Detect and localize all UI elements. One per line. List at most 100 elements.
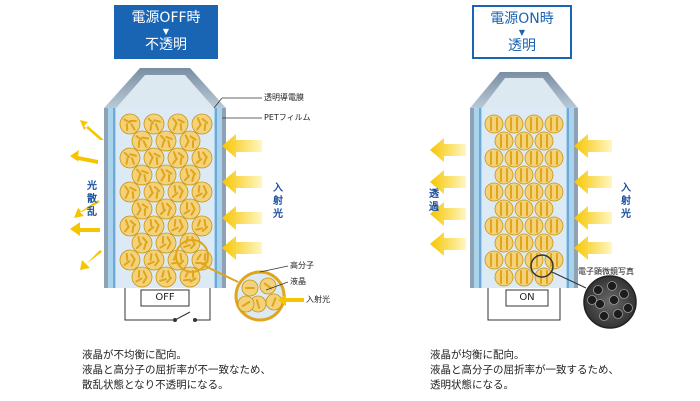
lc-droplet xyxy=(544,250,564,270)
lc-droplet xyxy=(179,232,201,254)
micrograph-pores xyxy=(587,281,633,321)
lc-droplet xyxy=(237,295,255,313)
lc-droplet xyxy=(534,233,554,253)
lc-droplet xyxy=(494,131,514,151)
lc-droplet xyxy=(484,216,504,236)
incident-arrow-small xyxy=(278,294,304,306)
lc-droplet xyxy=(155,266,177,288)
label-transmit: 透過 xyxy=(429,189,439,213)
lc-droplet xyxy=(241,279,259,297)
zoom-connector xyxy=(204,265,239,283)
lc-droplet xyxy=(119,215,141,237)
leader-line xyxy=(213,97,223,109)
lc-droplet xyxy=(504,148,524,168)
film-top-inner xyxy=(116,75,214,108)
lc-droplet xyxy=(131,164,153,186)
lc-droplet xyxy=(167,249,189,271)
lc-droplet xyxy=(494,267,514,287)
lc-droplet xyxy=(514,199,534,219)
description-off: 液晶が不均衡に配向。 液晶と高分子の屈折率が不一致なため、 散乱状態となり不透明… xyxy=(82,348,271,393)
lc-droplet xyxy=(265,293,283,311)
lc-droplet xyxy=(131,232,153,254)
description-line: 透明状態になる。 xyxy=(430,379,514,391)
on-state-result: 透明 xyxy=(508,38,536,54)
lc-droplet xyxy=(484,182,504,202)
lc-droplet xyxy=(514,233,534,253)
leader-line xyxy=(259,265,289,273)
label-pet-film: PETフィルム xyxy=(264,113,311,122)
lc-droplet xyxy=(119,181,141,203)
lc-droplet xyxy=(143,215,165,237)
transmitted-arrows xyxy=(430,138,466,256)
lc-droplet xyxy=(534,199,554,219)
lc-droplet xyxy=(524,216,544,236)
micrograph-pore xyxy=(607,281,617,291)
incident-arrows-off xyxy=(222,134,262,260)
micrograph-pore xyxy=(595,299,605,309)
on-state-box: 電源ON時 ▼ 透明 xyxy=(472,5,572,59)
lc-droplet xyxy=(167,113,189,135)
lc-droplet xyxy=(155,164,177,186)
lc-droplet xyxy=(131,198,153,220)
label-incident-light-off: 入射光 xyxy=(273,183,283,220)
off-state-title: 電源OFF時 xyxy=(131,10,201,26)
lc-droplet xyxy=(191,113,213,135)
lc-droplet xyxy=(524,148,544,168)
off-state-result: 不透明 xyxy=(145,37,187,53)
label-conductive-film: 透明導電膜 xyxy=(264,93,304,102)
lc-droplet xyxy=(131,266,153,288)
lc-droplet xyxy=(119,113,141,135)
switch-on-label: ON xyxy=(519,292,535,303)
lc-droplet xyxy=(504,250,524,270)
circuit-off xyxy=(124,288,211,322)
lc-droplet xyxy=(131,130,153,152)
lc-droplet xyxy=(544,182,564,202)
micrograph-pore xyxy=(593,285,603,295)
label-polymer: 高分子 xyxy=(290,261,314,270)
lc-droplet xyxy=(191,181,213,203)
scatter-arrows xyxy=(70,120,104,270)
lc-droplet xyxy=(179,164,201,186)
lc-droplet xyxy=(484,148,504,168)
micrograph-pore xyxy=(623,303,633,313)
lc-droplet xyxy=(534,131,554,151)
label-incident-light-small: 入射光 xyxy=(306,295,330,304)
lc-droplet xyxy=(544,148,564,168)
lc-droplet xyxy=(143,181,165,203)
lc-droplet xyxy=(167,181,189,203)
micrograph-connector xyxy=(551,271,587,289)
lc-droplet xyxy=(191,147,213,169)
incident-arrows-on xyxy=(574,134,612,260)
lc-droplet xyxy=(534,165,554,185)
description-line: 液晶が均衡に配向。 xyxy=(430,349,525,361)
zoom-source-circle xyxy=(175,239,209,273)
lc-droplet xyxy=(494,199,514,219)
lc-droplet xyxy=(155,232,177,254)
lc-droplet xyxy=(155,130,177,152)
description-on: 液晶が均衡に配向。 液晶と高分子の屈折率が一致するため、 透明状態になる。 xyxy=(430,348,619,393)
label-light-scatter: 光散乱 xyxy=(87,181,97,218)
down-arrow-icon: ▼ xyxy=(162,27,170,36)
lc-droplet xyxy=(494,233,514,253)
lc-droplet xyxy=(119,249,141,271)
description-line: 液晶が不均衡に配向。 xyxy=(82,349,187,361)
off-state-box: 電源OFF時 ▼ 不透明 xyxy=(114,5,218,59)
description-line: 液晶と高分子の屈折率が不一致なため、 xyxy=(82,364,271,376)
lc-droplet xyxy=(167,147,189,169)
lc-droplet xyxy=(504,216,524,236)
leader-line xyxy=(265,281,289,291)
description-line: 液晶と高分子の屈折率が一致するため、 xyxy=(430,364,619,376)
on-state-title: 電源ON時 xyxy=(490,11,554,27)
lc-droplet xyxy=(514,267,534,287)
micrograph-pore xyxy=(599,311,609,321)
lc-droplet xyxy=(524,250,544,270)
lc-droplet xyxy=(143,249,165,271)
lc-droplet xyxy=(179,198,201,220)
description-line: 散乱状態となり不透明になる。 xyxy=(82,379,229,391)
label-incident-light-on: 入射光 xyxy=(621,183,631,220)
lc-droplet xyxy=(504,114,524,134)
zoom-droplets xyxy=(237,277,283,313)
lc-droplet xyxy=(179,130,201,152)
lc-droplet xyxy=(514,165,534,185)
lc-droplet xyxy=(514,131,534,151)
